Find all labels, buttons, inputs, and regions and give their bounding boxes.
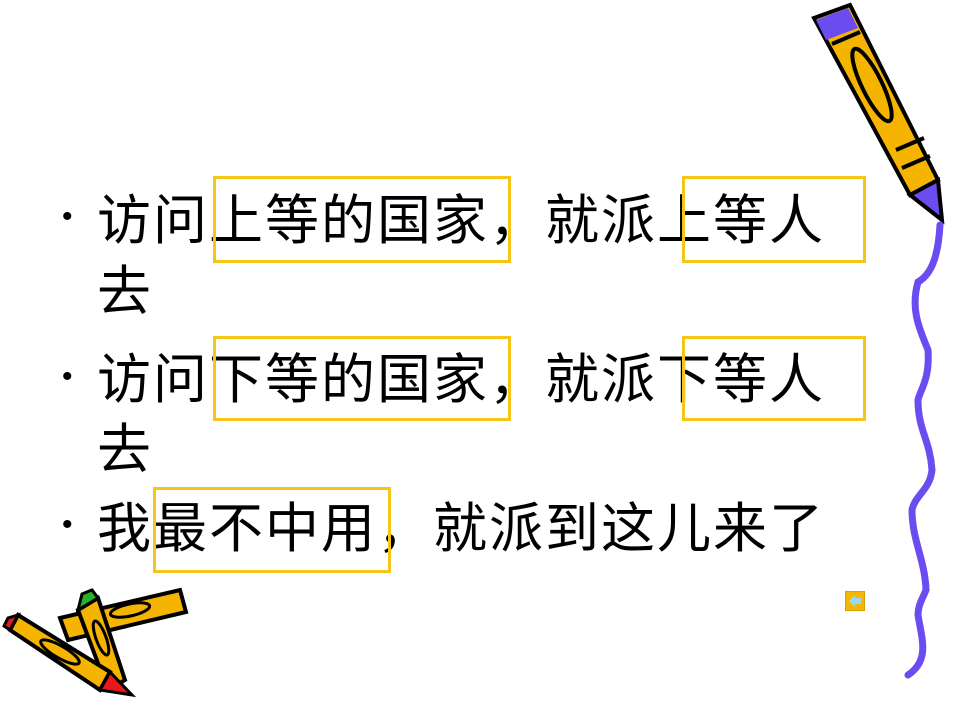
bullet-dot: •: [62, 200, 73, 233]
bullet-2-line-2: 去: [97, 418, 153, 481]
bullet-2-line-1: 访问下等的国家，就派下等人: [97, 348, 825, 411]
highlight-box: [213, 176, 511, 263]
highlight-box: [682, 336, 866, 421]
highlight-box: [213, 336, 511, 421]
highlight-box: [153, 487, 391, 573]
bullet-dot: •: [62, 360, 73, 393]
bullet-dot: •: [62, 508, 73, 541]
crossed-crayons-icon: [2, 587, 189, 698]
bullet-1-line-1: 访问上等的国家，就派上等人: [97, 189, 825, 252]
back-arrow-icon: [849, 595, 861, 607]
highlight-box: [682, 176, 866, 263]
bullet-3-line-1: 我最不中用，就派到这儿来了: [97, 497, 825, 560]
bullet-1-line-2: 去: [97, 260, 153, 323]
back-nav-button[interactable]: [845, 591, 865, 611]
wavy-line-decoration: [904, 221, 944, 679]
crayon-icon: [811, 2, 945, 225]
